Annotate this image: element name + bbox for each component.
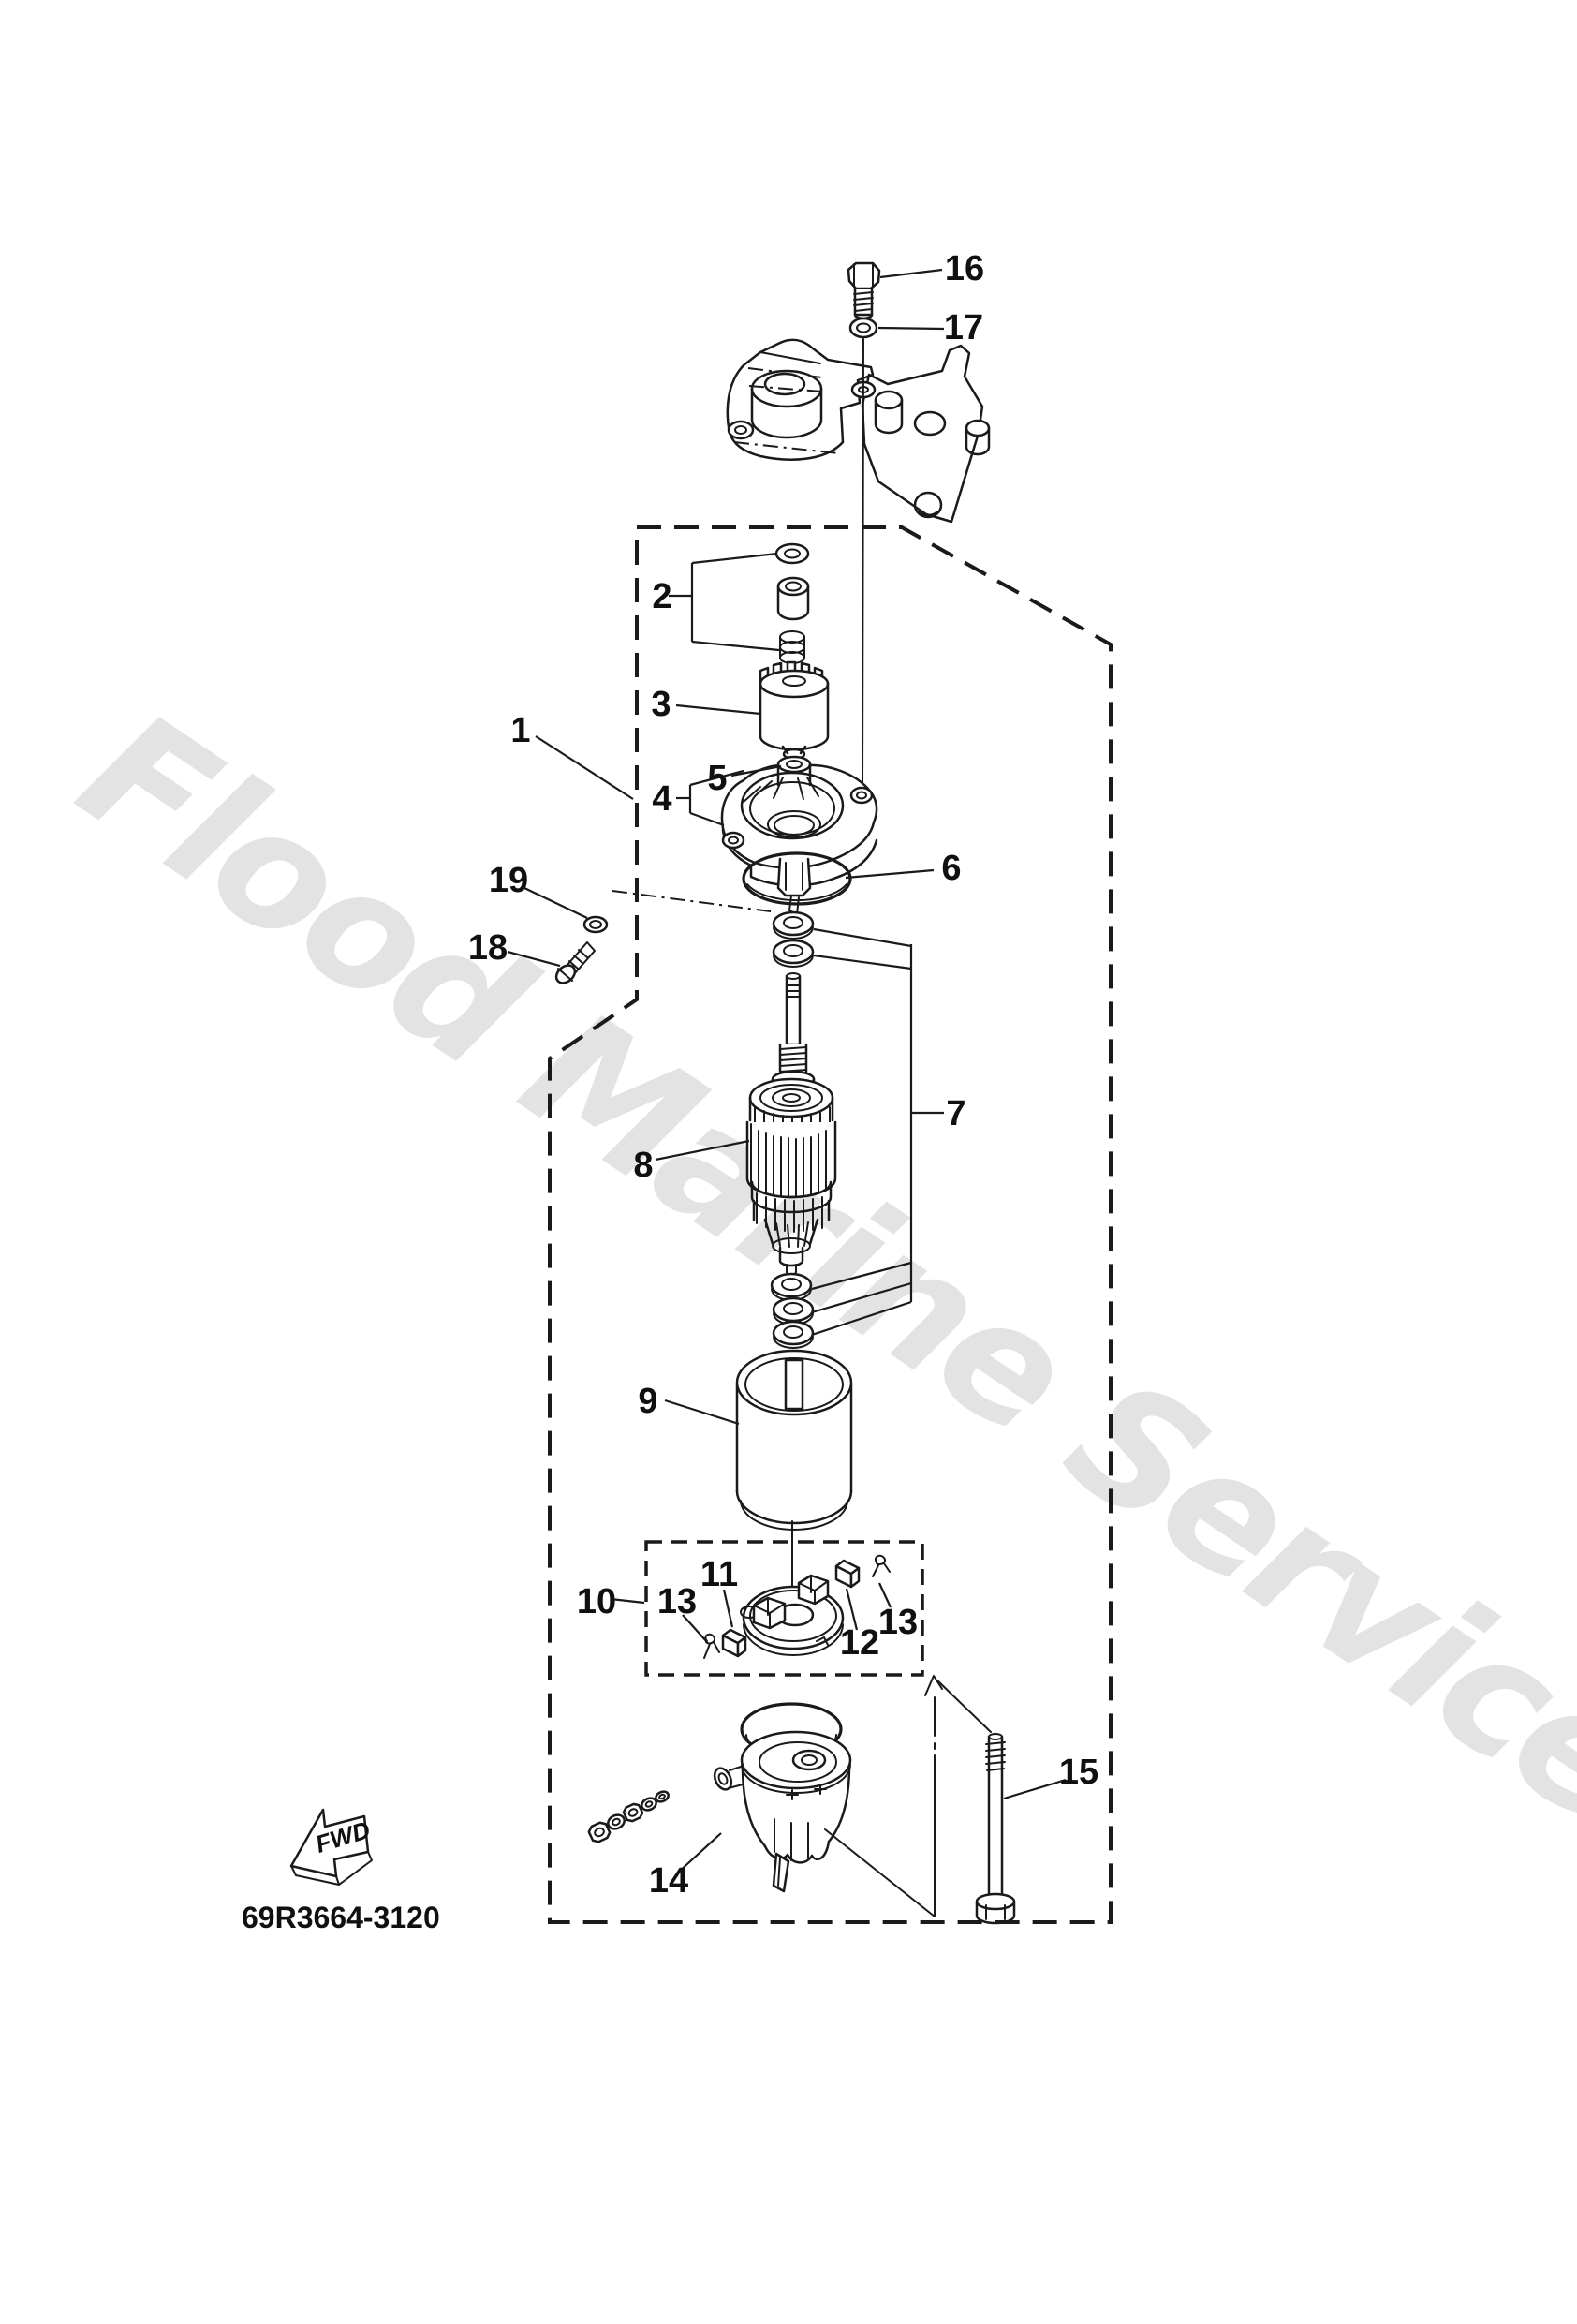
callout-17: 17 [877, 308, 983, 348]
bolt-enclosure-lines [824, 1675, 992, 1917]
spring-right-drawing [872, 1554, 891, 1577]
callout-13: 13 [878, 1582, 918, 1642]
callout-15-label: 15 [1059, 1753, 1098, 1792]
front-bracket-drawing [720, 759, 878, 915]
rear-bracket-drawing [713, 1730, 852, 1893]
callout-19-label: 19 [489, 861, 528, 900]
callout-16-label: 16 [945, 249, 984, 289]
callout-7-label: 7 [946, 1094, 965, 1133]
callout-13-label: 13 [878, 1603, 918, 1642]
callout-10-label: 10 [577, 1582, 616, 1621]
callout-6-label: 6 [941, 849, 961, 888]
callout-10: 10 [577, 1582, 645, 1621]
washer-19-drawing [582, 915, 609, 934]
callout-19: 19 [489, 861, 588, 919]
callout-15: 15 [1003, 1753, 1098, 1800]
callout-8: 8 [633, 1139, 750, 1185]
through-bolt-drawing [975, 1733, 1016, 1925]
terminal-hardware-drawing [587, 1790, 670, 1843]
callout-17-label: 17 [944, 308, 983, 348]
mounting-bracket-drawing [726, 338, 991, 524]
part-code-text: 69R3664-3120 [242, 1901, 440, 1934]
yoke-housing-drawing [735, 1349, 853, 1531]
pinion-gear-drawing [759, 660, 830, 761]
armature-drawing [745, 972, 837, 1276]
callout-9-label: 9 [638, 1382, 657, 1421]
oring-upper-drawing [742, 851, 852, 906]
callout-1-label: 1 [510, 711, 530, 750]
callout-18-label: 18 [468, 928, 508, 968]
callout-13: 13 [657, 1582, 708, 1643]
callout-4-label: 4 [652, 779, 671, 819]
collar-set-drawing [774, 542, 810, 664]
callout-3-label: 3 [651, 685, 671, 724]
callout-11-label: 11 [700, 1555, 738, 1594]
callout-2: 2 [652, 552, 780, 652]
bolt-16-drawing [847, 261, 881, 320]
callout-11: 11 [700, 1555, 738, 1628]
spring-left-drawing [703, 1633, 720, 1659]
washer-17-drawing [848, 317, 878, 339]
callout-5: 5 [707, 759, 782, 798]
fwd-arrow: FWD [289, 1808, 374, 1886]
callout-14-label: 14 [649, 1861, 688, 1901]
brush-left-drawing [721, 1628, 747, 1658]
callout-3: 3 [651, 685, 761, 724]
brush-holder-box-dashed [644, 1540, 924, 1677]
callout-12: 12 [840, 1588, 879, 1663]
callout-8-label: 8 [633, 1146, 653, 1185]
thrust-washers-lower [770, 1272, 815, 1349]
callout-7: 7 [811, 927, 966, 1337]
bolt-axis-centerline [862, 338, 864, 793]
brush-right-drawing [834, 1559, 861, 1589]
callout-12-label: 12 [840, 1623, 879, 1663]
thrust-washers-upper [772, 910, 815, 968]
brush-plate-drawing [740, 1574, 845, 1656]
hub-bushing-drawing [776, 755, 812, 787]
callout-4: 4 [652, 769, 744, 827]
callout-9: 9 [638, 1382, 740, 1426]
screw-reference-line [612, 890, 772, 912]
callout-6: 6 [845, 849, 962, 888]
callout-18: 18 [468, 928, 561, 968]
callout-13-label: 13 [657, 1582, 697, 1621]
callout-5-label: 5 [707, 759, 727, 798]
assembly-boundary-dashed-box [548, 525, 1113, 1924]
callout-1: 1 [510, 711, 634, 800]
callout-14: 14 [649, 1832, 722, 1901]
screw-18-drawing [554, 941, 596, 984]
callout-2-label: 2 [652, 577, 671, 616]
callout-16: 16 [879, 249, 984, 289]
